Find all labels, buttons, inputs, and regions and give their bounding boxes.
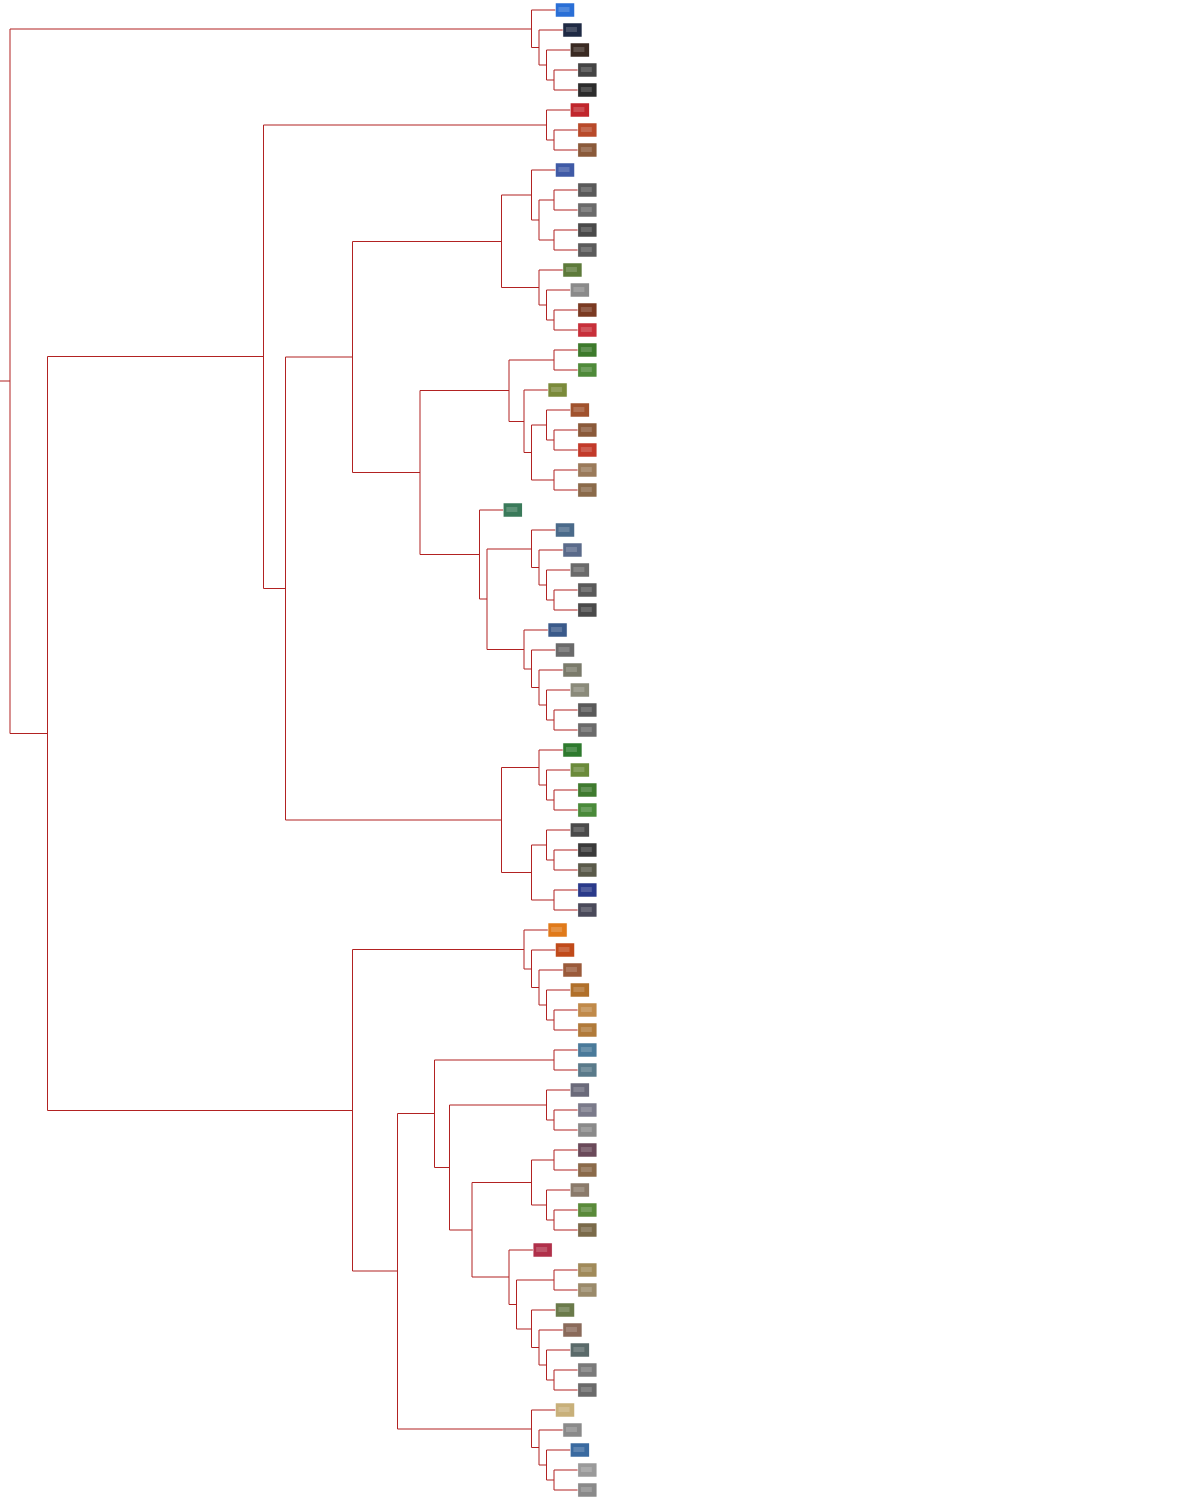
leaf-image-thumbnail xyxy=(577,182,598,198)
leaf-image-thumbnail xyxy=(577,862,598,878)
leaf-image-thumbnail xyxy=(555,2,575,18)
leaf-image-thumbnail xyxy=(562,22,583,38)
leaf-image-thumbnail xyxy=(547,382,568,398)
leaf-image-thumbnail xyxy=(577,1042,598,1058)
leaf-image-thumbnail xyxy=(577,1262,598,1278)
leaf-image-thumbnail xyxy=(555,942,575,958)
leaf-image-thumbnail xyxy=(570,982,590,998)
leaf-image-thumbnail xyxy=(577,1102,598,1118)
leaf-image-thumbnail xyxy=(577,1122,598,1138)
leaf-image-thumbnail xyxy=(562,1422,583,1438)
leaf-image-thumbnail xyxy=(570,562,590,578)
leaf-image-thumbnail xyxy=(577,1222,598,1238)
leaf-image-thumbnail xyxy=(577,702,598,718)
leaf-image-thumbnail xyxy=(570,42,590,58)
leaf-image-thumbnail xyxy=(532,1242,553,1258)
leaf-image-thumbnail xyxy=(577,322,598,338)
dendrogram-links xyxy=(0,9,578,1491)
leaf-image-thumbnail xyxy=(577,442,598,458)
leaf-image-thumbnail xyxy=(570,1082,590,1098)
leaf-image-thumbnail xyxy=(555,1302,575,1318)
leaf-image-thumbnail xyxy=(577,1362,598,1378)
leaf-image-thumbnail xyxy=(577,242,598,258)
leaf-image-thumbnail xyxy=(555,642,575,658)
leaf-image-thumbnail xyxy=(577,802,598,818)
leaf-image-thumbnail xyxy=(562,542,583,558)
leaf-image-thumbnail xyxy=(577,462,598,478)
leaf-image-thumbnail xyxy=(577,422,598,438)
leaf-image-thumbnail xyxy=(577,582,598,598)
leaf-image-thumbnail xyxy=(577,82,598,98)
leaf-image-thumbnail xyxy=(577,902,598,918)
leaf-image-thumbnail xyxy=(562,962,583,978)
leaf-image-thumbnail xyxy=(577,842,598,858)
leaf-image-thumbnail xyxy=(577,1162,598,1178)
leaf-image-thumbnail xyxy=(562,262,583,278)
leaf-image-thumbnail xyxy=(562,742,583,758)
leaf-image-thumbnail xyxy=(570,102,590,118)
leaf-image-thumbnail xyxy=(577,482,598,498)
leaf-image-thumbnail xyxy=(547,922,568,938)
leaf-image-thumbnail xyxy=(570,1442,590,1458)
leaf-image-thumbnail xyxy=(577,1482,598,1498)
leaf-image-thumbnail xyxy=(577,602,598,618)
leaf-image-thumbnail xyxy=(577,1142,598,1158)
dendrogram-leaves xyxy=(503,2,598,1498)
leaf-image-thumbnail xyxy=(577,222,598,238)
leaf-image-thumbnail xyxy=(577,722,598,738)
leaf-image-thumbnail xyxy=(577,1022,598,1038)
leaf-image-thumbnail xyxy=(577,882,598,898)
leaf-image-thumbnail xyxy=(577,1002,598,1018)
leaf-image-thumbnail xyxy=(577,202,598,218)
leaf-image-thumbnail xyxy=(570,682,590,698)
leaf-image-thumbnail xyxy=(555,1402,575,1418)
leaf-image-thumbnail xyxy=(577,1282,598,1298)
leaf-image-thumbnail xyxy=(570,822,590,838)
leaf-image-thumbnail xyxy=(577,362,598,378)
leaf-image-thumbnail xyxy=(577,1062,598,1078)
leaf-image-thumbnail xyxy=(577,122,598,138)
leaf-image-thumbnail xyxy=(577,782,598,798)
leaf-image-thumbnail xyxy=(577,1202,598,1218)
leaf-image-thumbnail xyxy=(555,522,575,538)
leaf-image-thumbnail xyxy=(577,1382,598,1398)
leaf-image-thumbnail xyxy=(562,662,583,678)
leaf-image-thumbnail xyxy=(503,502,523,518)
leaf-image-thumbnail xyxy=(577,342,598,358)
leaf-image-thumbnail xyxy=(570,1182,590,1198)
leaf-image-thumbnail xyxy=(577,142,598,158)
leaf-image-thumbnail xyxy=(570,1342,590,1358)
leaf-image-thumbnail xyxy=(570,402,590,418)
leaf-image-thumbnail xyxy=(577,62,598,78)
leaf-image-thumbnail xyxy=(570,282,590,298)
leaf-image-thumbnail xyxy=(577,302,598,318)
leaf-image-thumbnail xyxy=(577,1462,598,1478)
leaf-image-thumbnail xyxy=(555,162,575,178)
leaf-image-thumbnail xyxy=(547,622,568,638)
leaf-image-thumbnail xyxy=(570,762,590,778)
leaf-image-thumbnail xyxy=(562,1322,583,1338)
